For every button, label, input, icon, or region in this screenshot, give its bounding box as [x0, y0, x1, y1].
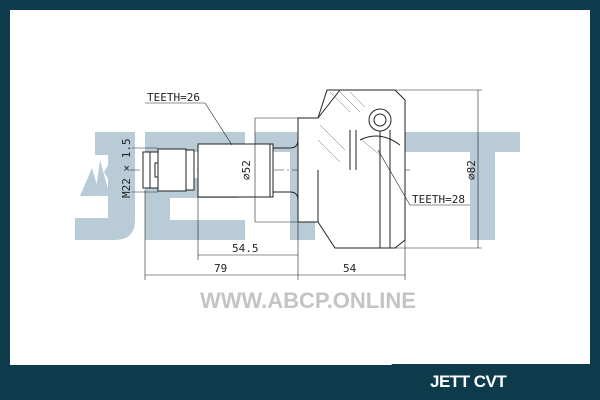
website-watermark: WWW.ABCP.ONLINE [200, 288, 416, 313]
teeth-housing-label: TEETH=28 [412, 193, 465, 206]
part-outline [130, 89, 482, 280]
teeth-shaft-label: TEETH=26 [147, 91, 200, 104]
thread-label: M22 × 1.5 [120, 138, 133, 198]
watermark-letter-j [75, 132, 135, 240]
housing-diameter-label: ⌀82 [465, 160, 478, 180]
shaft-length-dimension: 54.5 [232, 242, 259, 255]
total-shaft-dimension: 79 [214, 262, 227, 275]
footer-tab: JETT CVT [370, 364, 600, 400]
shaft-diameter-label: ⌀52 [240, 160, 253, 180]
watermark-letter-t2 [362, 132, 520, 240]
footer-label: JETT CVT [430, 372, 507, 391]
housing-length-dimension: 54 [343, 262, 357, 275]
